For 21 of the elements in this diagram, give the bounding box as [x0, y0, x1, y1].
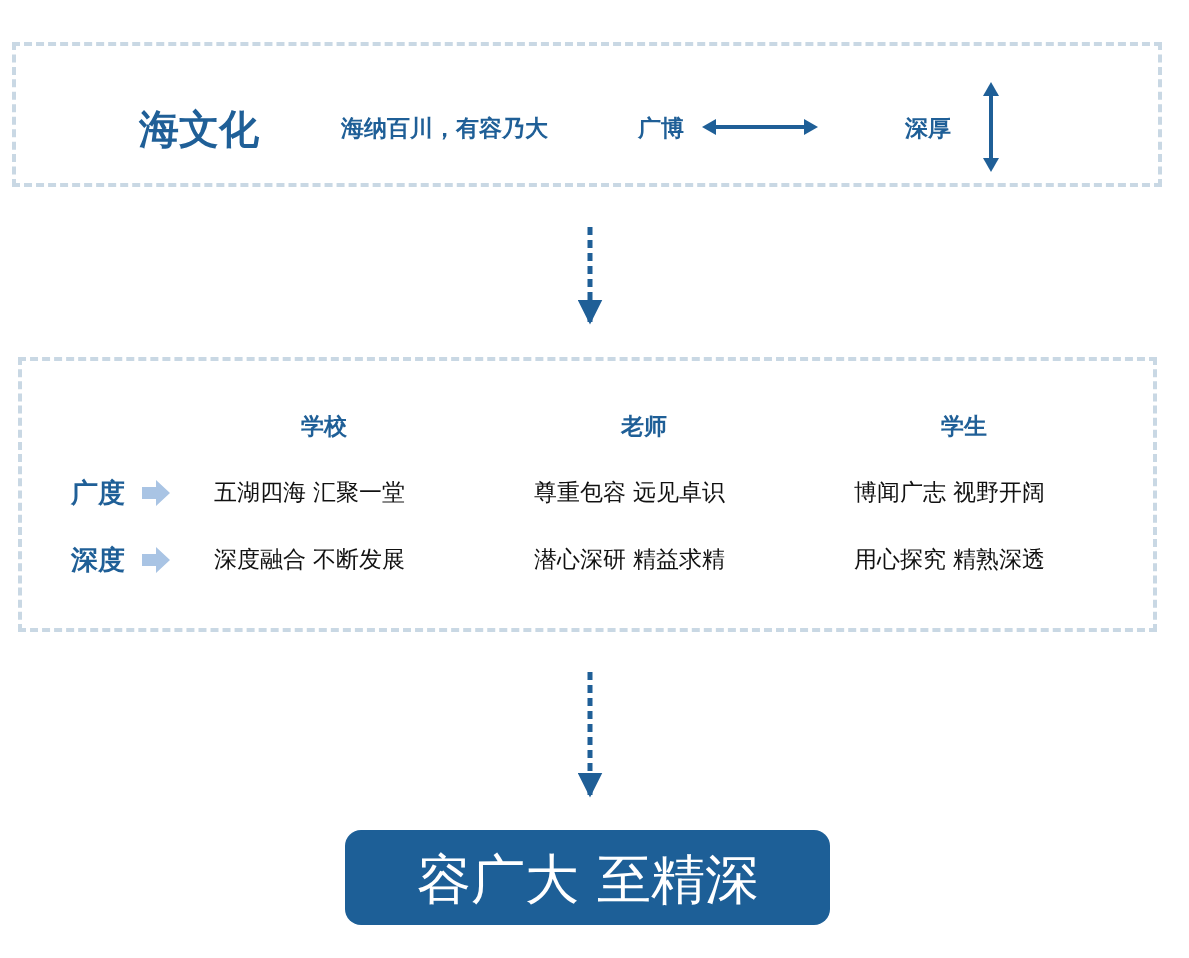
dashed-panel: [18, 357, 1157, 632]
title-text: 海文化: [139, 105, 259, 153]
cell-text: 用心探究 精熟深透: [854, 546, 1046, 574]
motto-text: 海纳百川，有容乃大: [340, 115, 548, 143]
slogan-text: 容广大 至精深: [417, 847, 759, 913]
arrow: [577, 672, 603, 798]
column-header: 学校: [301, 413, 347, 441]
keyword-label: 广博: [638, 115, 684, 143]
cell-text: 博闻广志 视野开阔: [854, 479, 1046, 507]
slogan-banner: [345, 830, 830, 925]
dashed-panel: [12, 42, 1162, 187]
cell-text: 深度融合 不断发展: [214, 546, 406, 574]
arrow: [577, 227, 603, 325]
cell-text: 尊重包容 远见卓识: [534, 479, 726, 507]
row-label: 广度: [71, 476, 125, 510]
row-label: 深度: [71, 543, 125, 577]
column-header: 老师: [621, 413, 667, 441]
cell-text: 五湖四海 汇聚一堂: [214, 479, 406, 507]
keyword-label: 深厚: [905, 115, 951, 143]
column-header: 学生: [941, 413, 987, 441]
cell-text: 潜心深研 精益求精: [534, 546, 726, 574]
